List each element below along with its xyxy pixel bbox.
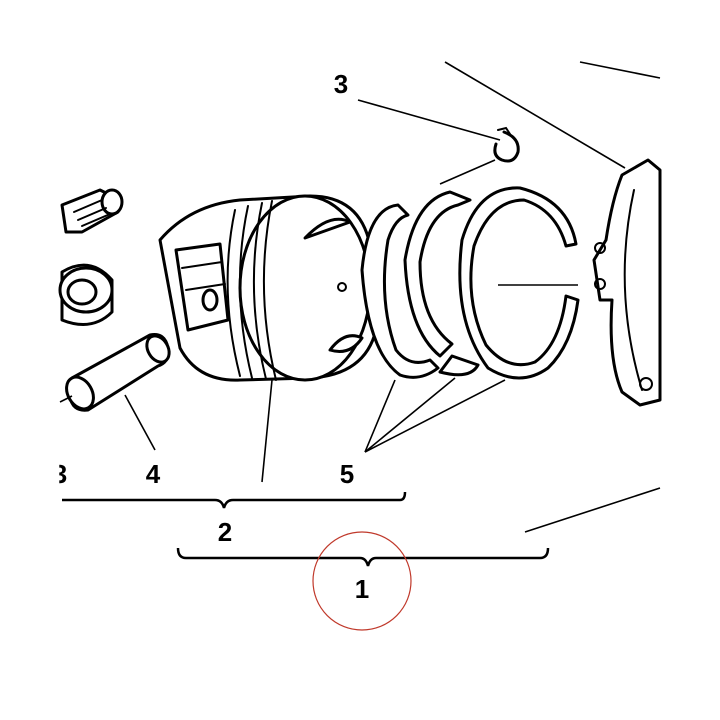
bushing bbox=[58, 263, 114, 326]
callout-3: 3 bbox=[333, 69, 349, 99]
callout-3-edge: 3 bbox=[52, 459, 68, 489]
bracket-assembly-2 bbox=[62, 491, 407, 509]
background-leader-lines bbox=[444, 61, 661, 533]
callout-1: 1 bbox=[354, 574, 370, 604]
callout-leaders bbox=[124, 99, 506, 483]
piston-pin bbox=[59, 333, 171, 412]
callout-4: 4 bbox=[145, 459, 161, 489]
gudgeon-bolt bbox=[60, 188, 124, 234]
piston-rings bbox=[360, 186, 580, 380]
bracket-assembly-1 bbox=[176, 547, 550, 567]
highlight-circle bbox=[312, 531, 412, 631]
piston bbox=[158, 194, 378, 382]
callout-5: 5 bbox=[339, 459, 355, 489]
circlip bbox=[493, 126, 520, 163]
cylinder-gasket bbox=[592, 158, 662, 407]
callout-2: 2 bbox=[217, 517, 233, 547]
